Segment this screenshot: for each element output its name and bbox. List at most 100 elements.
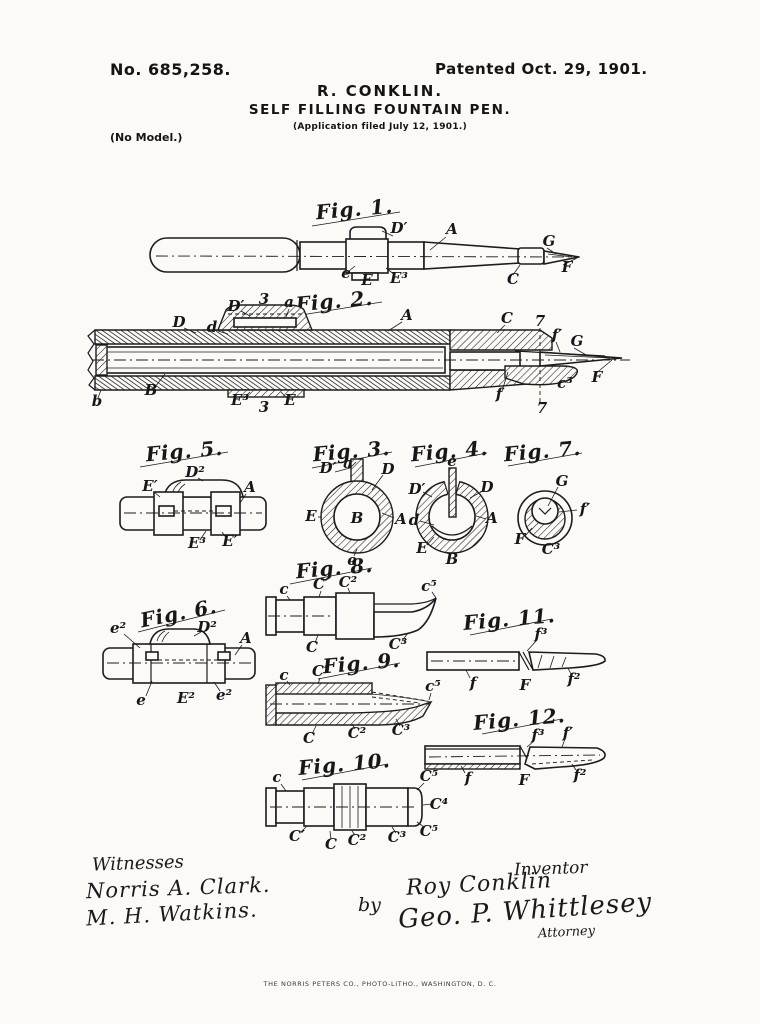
fig7-title: Fig. 7. — [502, 436, 582, 467]
fig10-title: Fig. 10. — [296, 748, 391, 780]
fig8-label-c-prime: C′ — [313, 575, 329, 593]
fig7-label-c3: C³ — [542, 540, 561, 558]
fig2-label-a-small: a — [284, 293, 294, 311]
fig11-label-f2: f² — [566, 670, 580, 688]
fig10-label-c2: C² — [348, 831, 367, 849]
figure-8-drawing: Fig. 8. c C′ C² c⁵ C C³ — [265, 553, 437, 656]
fig2-label-c: C — [501, 309, 513, 327]
fig11-label-f-cap: F — [519, 676, 532, 694]
fig3-label-b: B — [350, 509, 364, 527]
fig1-label-f: F — [561, 258, 574, 276]
patent-number: No. 685,258. — [110, 60, 231, 79]
fig5-title: Fig. 5. — [144, 436, 224, 467]
fig1-label-e: E — [360, 271, 373, 289]
printer-imprint: THE NORRIS PETERS CO., PHOTO-LITHO., WAS… — [263, 980, 497, 988]
figure-3-drawing: Fig. 3. D′ a D E B A e — [304, 436, 407, 569]
fig10-label-c5-top: C⁵ — [420, 767, 439, 785]
fig5-label-e-prime-left: E′ — [141, 477, 157, 495]
fig2-label-d-cap: D — [171, 313, 185, 331]
attorney-label: Attorney — [537, 923, 596, 942]
fig7-label-f-prime: f′ — [579, 500, 590, 518]
fig3-label-a-small: a — [343, 454, 353, 472]
fig1-label-c: C — [507, 270, 519, 288]
fig2-label-f-cap: F — [591, 368, 604, 386]
fig10-label-c4: C⁴ — [430, 795, 449, 813]
fig3-label-d: D — [380, 460, 394, 478]
fig12-label-f2: f² — [572, 766, 586, 784]
fig3-label-e: E — [304, 507, 317, 525]
figure-11-drawing: Fig. 11. f³ f F f² — [426, 603, 606, 694]
fig3-label-e-small: e — [347, 551, 357, 569]
fig8-title: Fig. 8. — [294, 553, 374, 584]
fig11-label-f3: f³ — [533, 625, 547, 643]
no-model-note: (No Model.) — [110, 131, 183, 144]
fig2-label-a: A — [399, 306, 413, 324]
fig2-label-e3: E³ — [230, 391, 249, 409]
fig1-label-g: G — [543, 232, 556, 250]
patent-date: Patented Oct. 29, 1901. — [435, 60, 648, 78]
fig2-label-c3: c³ — [557, 374, 573, 392]
fig1-title: Fig. 1. — [314, 194, 394, 225]
fig1-label-d-prime: D′ — [390, 219, 408, 237]
fig4-label-e-small: e — [447, 452, 457, 470]
fig6-label-a: A — [238, 629, 252, 647]
fig3-label-d-prime: D′ — [319, 459, 337, 477]
fig2-label-b: B — [144, 381, 158, 399]
figure-6-drawing: Fig. 6. e² D² A e E² e² — [102, 594, 256, 709]
fig9-title: Fig. 9. — [321, 648, 401, 679]
fig1-label-a: A — [444, 220, 458, 238]
fig2-label-b-small: b — [92, 392, 103, 410]
fig5-label-d2: D² — [184, 463, 205, 481]
fig2-label-d-small: d — [207, 318, 218, 336]
fig10-label-c3: C³ — [388, 828, 407, 846]
fig7-label-f: F — [514, 530, 527, 548]
fig12-title: Fig. 12. — [471, 703, 566, 735]
fig4-label-b: B — [445, 550, 459, 568]
fig8-label-c3: C³ — [389, 635, 408, 653]
fig2-label-7-bottom: 7 — [537, 399, 548, 417]
fig10-label-c5-bottom: C⁵ — [420, 822, 439, 840]
application-note: (Application filed July 12, 1901.) — [292, 122, 468, 132]
figure-9-drawing: Fig. 9. c C′ c⁵ C C² C³ — [265, 648, 441, 747]
fig2-label-f-small: f — [495, 385, 505, 403]
fig4-label-d-prime: D′ — [408, 480, 426, 498]
fig5-label-e-prime-right: E′ — [221, 532, 237, 550]
figure-12-drawing: Fig. 12. f³ f′ f F f² — [424, 703, 606, 789]
fig2-label-7-top: 7 — [535, 312, 546, 330]
fig6-label-e2-right: e² — [216, 686, 233, 704]
fig11-label-f-small: f — [469, 674, 479, 692]
fig4-label-d: D — [479, 478, 493, 496]
fig9-label-c-prime: C′ — [312, 662, 328, 680]
fig5-label-a: A — [242, 478, 256, 496]
fig2-label-3-bottom: 3 — [259, 398, 269, 416]
fig1-label-e-small: e — [341, 264, 351, 282]
figure-1-drawing: Fig. 1. D′ A G F C e — [149, 194, 581, 289]
fig12-label-f-small: f — [464, 769, 474, 787]
fig10-label-c-cap: C — [325, 835, 337, 853]
fig3-label-a: A — [393, 510, 407, 528]
inventor-name-heading: R. CONKLIN. — [316, 82, 444, 100]
fig4-label-d-small: d — [409, 511, 420, 529]
fig8-label-c-small: c — [279, 580, 288, 598]
fig10-label-c-small: c — [272, 768, 281, 786]
figure-4-drawing: Fig. 4. e D′ D d A E B — [408, 436, 498, 568]
fig1-label-e3: E³ — [389, 269, 408, 287]
fig2-label-f-prime: f′ — [551, 326, 562, 344]
fig6-label-e2-left: e² — [110, 619, 127, 637]
fig12-label-f-prime: f′ — [562, 724, 573, 742]
fig8-label-c5: c⁵ — [421, 577, 437, 595]
fig4-label-e: E — [415, 539, 428, 557]
figure-10-drawing: Fig. 10. c C⁵ C⁴ C⁵ C′ C — [265, 748, 449, 853]
witnesses-heading: Witnesses — [91, 851, 185, 876]
fig2-label-3-top: 3 — [259, 290, 269, 308]
fig9-label-c-small: c — [279, 666, 288, 684]
by-label: by — [358, 894, 381, 916]
figure-5-drawing: Fig. 5. E′ D² A E³ E′ — [119, 436, 267, 552]
fig7-label-g: G — [556, 472, 569, 490]
fig9-label-c5: c⁵ — [425, 677, 441, 695]
fig12-label-f-cap: F — [518, 771, 531, 789]
fig2-label-d-prime: D′ — [227, 297, 245, 315]
fig9-label-c2: C² — [348, 724, 367, 742]
fig10-label-c-prime: C′ — [289, 827, 305, 845]
